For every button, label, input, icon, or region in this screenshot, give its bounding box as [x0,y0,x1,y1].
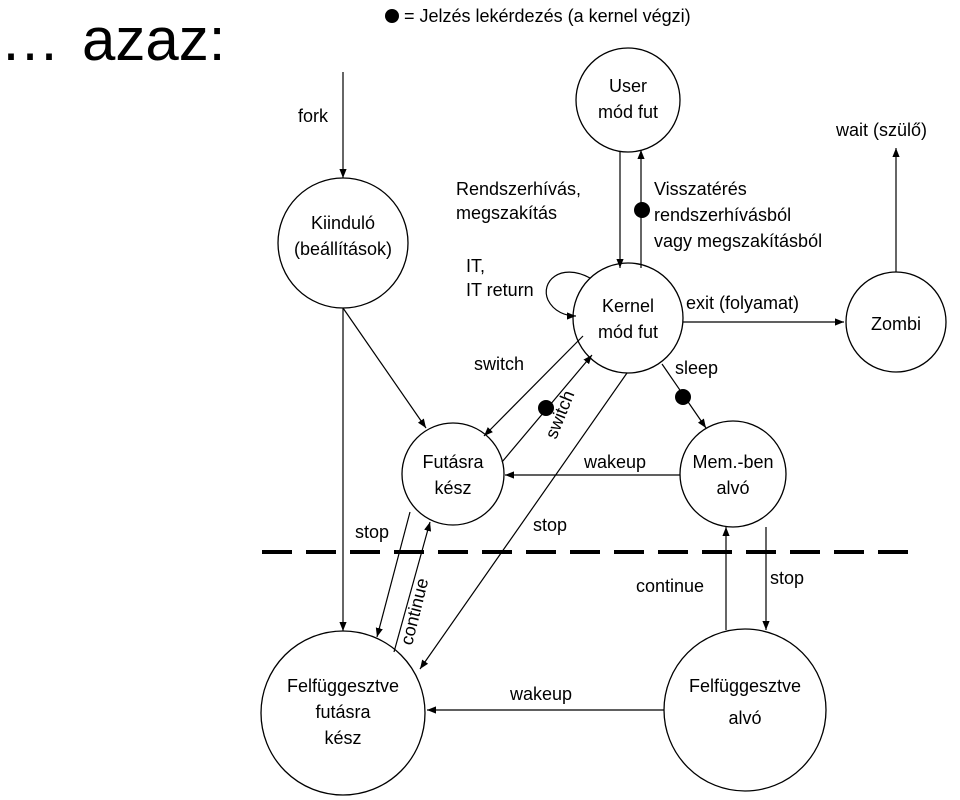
legend-text: = Jelzés lekérdezés (a kernel végzi) [404,6,691,26]
legend-dot-icon [385,9,399,23]
arrow-switch-out [483,335,584,437]
state-kernel-mode: Kernel mód fut [572,262,684,374]
label-stop-sleep: stop [770,568,804,588]
title-word: azaz: [82,6,226,73]
label-exit: exit (folyamat) [686,293,799,313]
state-zombi: Zombi [845,271,947,373]
signal-check-dot-icon [538,400,554,416]
label-return-2: rendszerhívásból [654,205,791,225]
state-kiindulo-line1: Kiinduló [311,213,375,233]
state-user-mode: User mód fut [575,47,681,153]
state-futasra-line2: kész [434,478,471,498]
state-kiindulo: Kiinduló (beállítások) [277,177,409,309]
state-kernel-line2: mód fut [598,322,658,342]
state-mem-ben-alvo: Mem.-ben alvó [679,420,787,528]
state-zombi-line1: Zombi [871,314,921,334]
arrow-stop-ready [375,511,411,638]
state-memben-line2: alvó [716,478,749,498]
label-continue-sleep: continue [636,576,704,596]
state-felf-alvo-line1: Felfüggesztve [689,676,801,696]
label-sleep: sleep [675,358,718,378]
state-felfuggesztve-alvo: Felfüggesztve alvó [663,628,827,792]
label-wakeup-bottom: wakeup [509,684,572,704]
label-it-2: IT return [466,280,534,300]
slide-title: … azaz: [0,0,300,80]
label-wait: wait (szülő) [835,120,927,140]
state-kernel-line1: Kernel [602,296,654,316]
label-return-3: vagy megszakításból [654,231,822,251]
state-felf-kesz-line1: Felfüggesztve [287,676,399,696]
label-continue-ready: continue [396,576,432,647]
label-it-1: IT, [466,256,485,276]
state-memben-line1: Mem.-ben [692,452,773,472]
arrow-kernel-stop [419,372,628,670]
label-switch-out: switch [474,354,524,374]
state-futasra-kesz: Futásra kész [401,422,505,526]
state-user-line1: User [609,76,647,96]
label-syscall-1: Rendszerhívás, [456,179,581,199]
label-return-1: Visszatérés [654,179,747,199]
state-felf-alvo-line2: alvó [728,708,761,728]
signal-check-dot-icon [675,389,691,405]
state-user-line2: mód fut [598,102,658,122]
arrow-kiindulo-to-futasra [342,307,427,429]
label-syscall-2: megszakítás [456,203,557,223]
label-wakeup-top: wakeup [583,452,646,472]
label-stop-kernel: stop [533,515,567,535]
state-felfuggesztve-futasra-kesz: Felfüggesztve futásra kész [260,630,426,796]
state-kiindulo-line2: (beállítások) [294,239,392,259]
title-ellipsis: … [0,6,60,73]
label-stop-ready: stop [355,522,389,542]
state-felf-kesz-line2: futásra [315,702,371,722]
signal-check-dot-icon [634,202,650,218]
label-fork: fork [298,106,329,126]
state-futasra-line1: Futásra [422,452,484,472]
arrow-it-self-loop [545,271,591,320]
state-felf-kesz-line3: kész [324,728,361,748]
arrow-continue-ready [393,521,432,653]
